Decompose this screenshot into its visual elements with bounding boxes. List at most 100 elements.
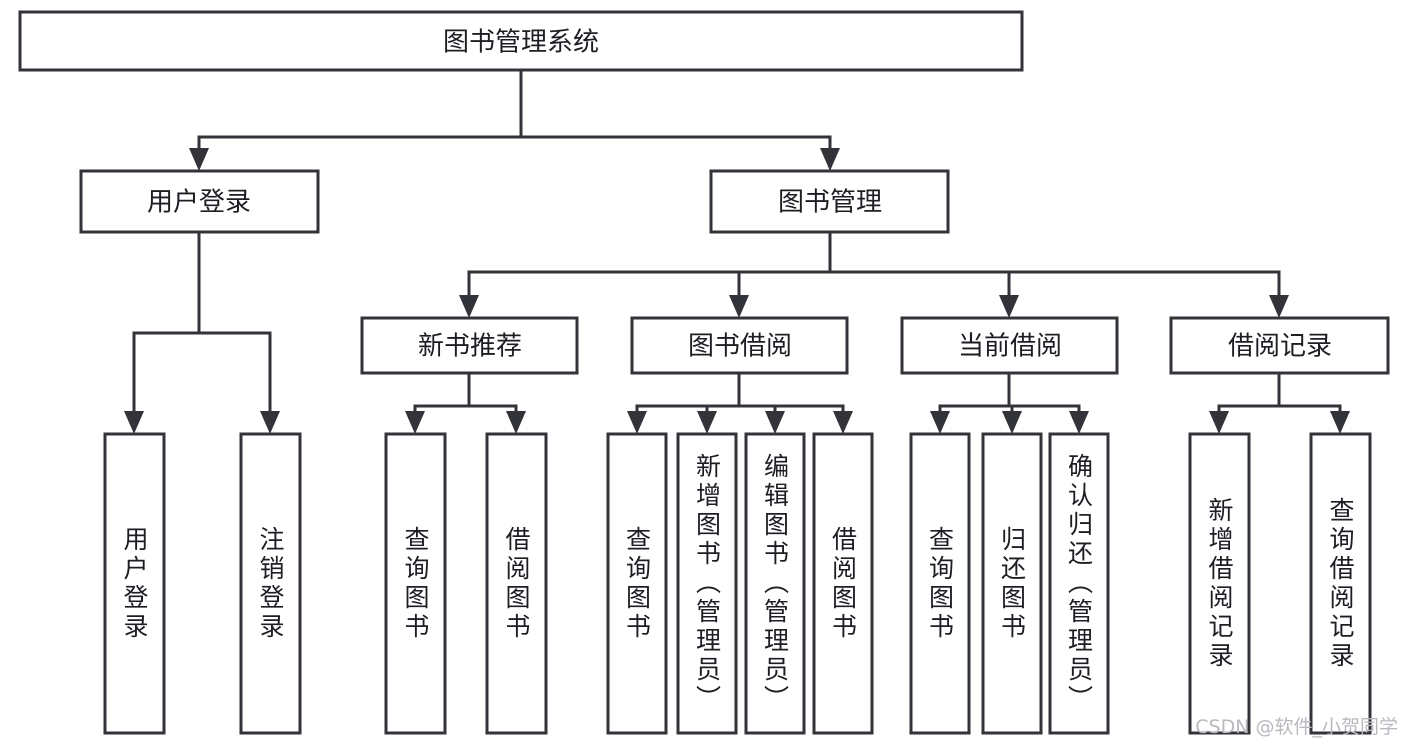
node-new-book-recommend[interactable]: 新书推荐 [360, 316, 579, 375]
node-book-borrow[interactable]: 图书借阅 [630, 316, 849, 375]
arrow-to-leaf-add-record [1209, 411, 1229, 434]
node-leaf-add-book-box[interactable] [676, 432, 738, 735]
csdn-watermark: CSDN @软件_小贺同学 [1195, 716, 1398, 738]
node-leaf-query-record-box[interactable] [1309, 432, 1372, 735]
connector-borrow-record-trunk [1217, 371, 1342, 418]
node-leaf-borrow-book-2-label: 借阅图书 [828, 525, 858, 642]
node-leaf-return-book[interactable]: 归还图书 [981, 432, 1043, 735]
node-leaf-borrow-book-2[interactable]: 借阅图书 [812, 432, 874, 735]
node-leaf-query-book-3-box[interactable] [909, 432, 971, 735]
arrow-to-leaf-user-login [124, 411, 144, 434]
arrow-to-leaf-edit-book [765, 411, 785, 434]
node-leaf-edit-book-box[interactable] [744, 432, 806, 735]
node-leaf-query-book-2[interactable]: 查询图书 [606, 432, 668, 735]
arrow-to-leaf-add-book [697, 411, 717, 434]
node-leaf-borrow-book-1[interactable]: 借阅图书 [485, 432, 548, 735]
connector-book-manage-trunk [467, 230, 1281, 302]
arrow-to-leaf-query-record [1330, 411, 1350, 434]
node-leaf-borrow-book-1-textbox: 借阅图书 [502, 525, 531, 642]
node-book-borrow-label: 图书借阅 [688, 332, 792, 362]
node-leaf-query-book-3-label: 查询图书 [925, 525, 955, 642]
node-leaf-query-record-textbox: 查询借阅记录 [1326, 496, 1355, 671]
node-current-borrow[interactable]: 当前借阅 [900, 316, 1119, 375]
node-leaf-query-book-1-label: 查询图书 [401, 525, 430, 642]
node-leaf-confirm-return-textbox: 确认归还（管理员） [1064, 453, 1094, 714]
node-leaf-return-book-textbox: 归还图书 [997, 525, 1027, 642]
node-leaf-query-record[interactable]: 查询借阅记录 [1309, 432, 1372, 735]
node-leaf-add-book-textbox: 新增图书（管理员） [692, 453, 722, 714]
node-new-book-recommend-box[interactable] [360, 316, 579, 375]
node-root-label: 图书管理系统 [443, 28, 599, 58]
node-leaf-query-book-2-label: 查询图书 [622, 525, 652, 642]
arrow-to-leaf-borrow-book-2 [833, 411, 853, 434]
node-leaf-confirm-return[interactable]: 确认归还（管理员） [1048, 432, 1110, 735]
node-borrow-record[interactable]: 借阅记录 [1169, 316, 1390, 375]
node-leaf-confirm-return-box[interactable] [1048, 432, 1110, 735]
node-leaf-query-book-2-textbox: 查询图书 [622, 525, 652, 642]
node-borrow-record-label: 借阅记录 [1228, 332, 1332, 362]
node-root[interactable]: 图书管理系统 [18, 10, 1024, 72]
arrow-to-leaf-query-book-2 [627, 411, 647, 434]
node-current-borrow-box[interactable] [900, 316, 1119, 375]
node-leaf-edit-book[interactable]: 编辑图书（管理员） [744, 432, 806, 735]
node-leaf-borrow-book-1-label: 借阅图书 [502, 525, 531, 642]
arrow-to-book-borrow [729, 295, 749, 318]
node-book-manage-box[interactable] [709, 169, 950, 234]
node-leaf-edit-book-label: 编辑图书（管理员） [760, 453, 790, 714]
connector-current-borrow-trunk [938, 371, 1081, 418]
node-leaf-query-book-3[interactable]: 查询图书 [909, 432, 971, 735]
connector-book-borrow-trunk [635, 371, 845, 418]
connector-layer [124, 68, 1350, 434]
node-leaf-query-record-label: 查询借阅记录 [1326, 496, 1355, 671]
node-leaf-user-login[interactable]: 用户登录 [103, 432, 166, 735]
connector-new-book-recommend-trunk [413, 371, 518, 418]
node-book-manage-label: 图书管理 [778, 188, 882, 218]
arrow-to-current-borrow [999, 295, 1019, 318]
node-leaf-logout-box[interactable] [239, 432, 302, 735]
node-leaf-add-record-box[interactable] [1188, 432, 1251, 735]
node-user-login-label: 用户登录 [147, 188, 251, 218]
node-leaf-query-book-1[interactable]: 查询图书 [384, 432, 447, 735]
arrow-to-borrow-record [1269, 295, 1289, 318]
node-user-login-box[interactable] [79, 169, 320, 234]
node-book-borrow-box[interactable] [630, 316, 849, 375]
node-book-manage[interactable]: 图书管理 [709, 169, 950, 234]
arrow-to-leaf-query-book-1 [405, 411, 425, 434]
arrow-to-leaf-logout [260, 411, 280, 434]
node-leaf-add-book-label: 新增图书（管理员） [692, 453, 722, 714]
arrow-to-new-book-recommend [459, 295, 479, 318]
arrow-to-leaf-borrow-book-1 [506, 411, 526, 434]
connector-root-trunk [197, 68, 832, 155]
node-leaf-return-book-box[interactable] [981, 432, 1043, 735]
node-leaf-add-book[interactable]: 新增图书（管理员） [676, 432, 738, 735]
node-leaf-borrow-book-1-box[interactable] [485, 432, 548, 735]
node-borrow-record-box[interactable] [1169, 316, 1390, 375]
node-leaf-user-login-box[interactable] [103, 432, 166, 735]
node-leaf-confirm-return-label: 确认归还（管理员） [1064, 453, 1094, 714]
node-leaf-query-book-1-box[interactable] [384, 432, 447, 735]
arrow-root-to-book-manage [820, 148, 840, 171]
node-leaf-query-book-2-box[interactable] [606, 432, 668, 735]
node-leaf-logout-textbox: 注销登录 [256, 525, 285, 642]
arrow-to-leaf-confirm-return [1069, 411, 1089, 434]
node-leaf-add-record-textbox: 新增借阅记录 [1205, 496, 1234, 671]
node-new-book-recommend-label: 新书推荐 [418, 332, 522, 362]
node-leaf-query-book-3-textbox: 查询图书 [925, 525, 955, 642]
node-user-login[interactable]: 用户登录 [79, 169, 320, 234]
node-leaf-borrow-book-2-textbox: 借阅图书 [828, 525, 858, 642]
node-leaf-edit-book-textbox: 编辑图书（管理员） [760, 453, 790, 714]
connector-user-login-trunk [132, 230, 272, 418]
arrow-root-to-user-login [189, 148, 209, 171]
node-leaf-logout-label: 注销登录 [256, 525, 285, 642]
node-leaf-query-book-1-textbox: 查询图书 [401, 525, 430, 642]
node-root-box[interactable] [18, 10, 1024, 72]
node-leaf-user-login-label: 用户登录 [120, 525, 149, 642]
node-leaf-borrow-book-2-box[interactable] [812, 432, 874, 735]
arrow-to-leaf-query-book-3 [930, 411, 950, 434]
node-leaf-add-record[interactable]: 新增借阅记录 [1188, 432, 1251, 735]
node-leaf-add-record-label: 新增借阅记录 [1205, 496, 1234, 671]
node-leaf-logout[interactable]: 注销登录 [239, 432, 302, 735]
node-leaf-return-book-label: 归还图书 [997, 525, 1027, 642]
